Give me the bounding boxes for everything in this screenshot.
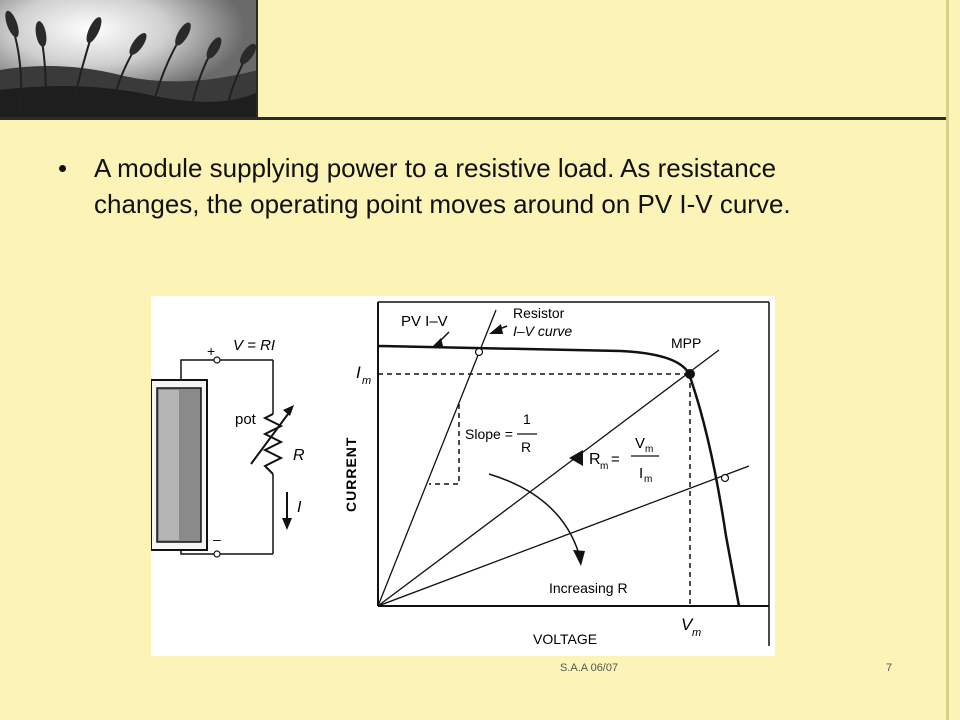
slope-label: Slope = — [465, 426, 513, 442]
resistor-label: Resistor — [513, 305, 565, 321]
pv-iv-curve — [377, 344, 741, 607]
wheat-field-image — [0, 0, 258, 118]
resistor-iv-label: I–V curve — [513, 323, 572, 339]
vm-axis-label: V — [681, 615, 694, 634]
page-number: 7 — [886, 662, 893, 674]
iv-plot: PV I–V Resistor I–V curve MPP I m Slope … — [343, 301, 770, 647]
vm-numerator: V — [635, 435, 645, 452]
footer-text: S.A.A 06/07 — [560, 662, 619, 674]
current-arrow-head — [282, 518, 292, 530]
im-axis-label: I — [356, 363, 361, 382]
im-denominator: I — [639, 465, 643, 482]
load-line-high-r — [377, 465, 750, 607]
increasing-r-arc — [488, 473, 580, 555]
header-divider-vertical — [256, 0, 258, 118]
operating-point-high-r — [720, 473, 730, 483]
r-label: R — [293, 447, 305, 464]
y-axis-label: CURRENT — [343, 437, 359, 512]
terminal-minus — [213, 550, 221, 558]
circuit-diagram: + – V = RI pot R I — [150, 337, 305, 558]
load-line-mpp — [377, 349, 720, 607]
vm-numerator-sub: m — [645, 444, 653, 455]
slope-numerator: 1 — [523, 411, 531, 427]
wire-top — [180, 359, 273, 380]
pot-label: pot — [235, 411, 257, 428]
header-divider — [0, 117, 946, 120]
right-edge-line — [946, 0, 949, 720]
slope-triangle — [429, 404, 460, 485]
rm-equals: = — [611, 451, 620, 468]
figure-svg: + – V = RI pot R I — [150, 301, 770, 647]
pv-iv-figure: + – V = RI pot R I — [150, 296, 775, 656]
pv-label-arrowhead — [431, 338, 443, 348]
pot-arrow-line — [250, 409, 292, 465]
plus-label: + — [207, 343, 215, 359]
bullet-dot: • — [58, 153, 68, 183]
increasing-r-arrowhead — [573, 550, 585, 566]
terminal-plus — [213, 356, 221, 364]
vm-axis-sub: m — [692, 627, 701, 639]
v-equals-ri-label: V = RI — [233, 337, 275, 354]
rm-label: R — [589, 451, 601, 468]
minus-label: – — [213, 531, 221, 547]
rm-sub: m — [600, 461, 608, 472]
increasing-r-label: Increasing R — [549, 580, 628, 596]
load-line-low-r — [377, 309, 497, 607]
header-wheat-photo — [0, 0, 258, 118]
im-axis-sub: m — [362, 375, 371, 387]
operating-point-low-r — [474, 347, 484, 357]
pot-arrow-head — [283, 405, 294, 416]
rm-label-arrowhead — [569, 450, 583, 466]
slope-denominator: R — [521, 439, 531, 455]
bullet-text: A module supplying power to a resistive … — [94, 153, 791, 219]
x-axis-label: VOLTAGE — [533, 631, 597, 647]
im-denominator-sub: m — [644, 474, 652, 485]
pv-iv-label: PV I–V — [401, 313, 448, 330]
i-label: I — [297, 499, 302, 516]
resistor-zigzag — [262, 413, 284, 475]
pv-module-shade — [159, 390, 179, 540]
wire-bottom — [180, 550, 273, 555]
resistor-label-arrowhead — [489, 324, 503, 334]
mpp-label: MPP — [671, 335, 701, 351]
